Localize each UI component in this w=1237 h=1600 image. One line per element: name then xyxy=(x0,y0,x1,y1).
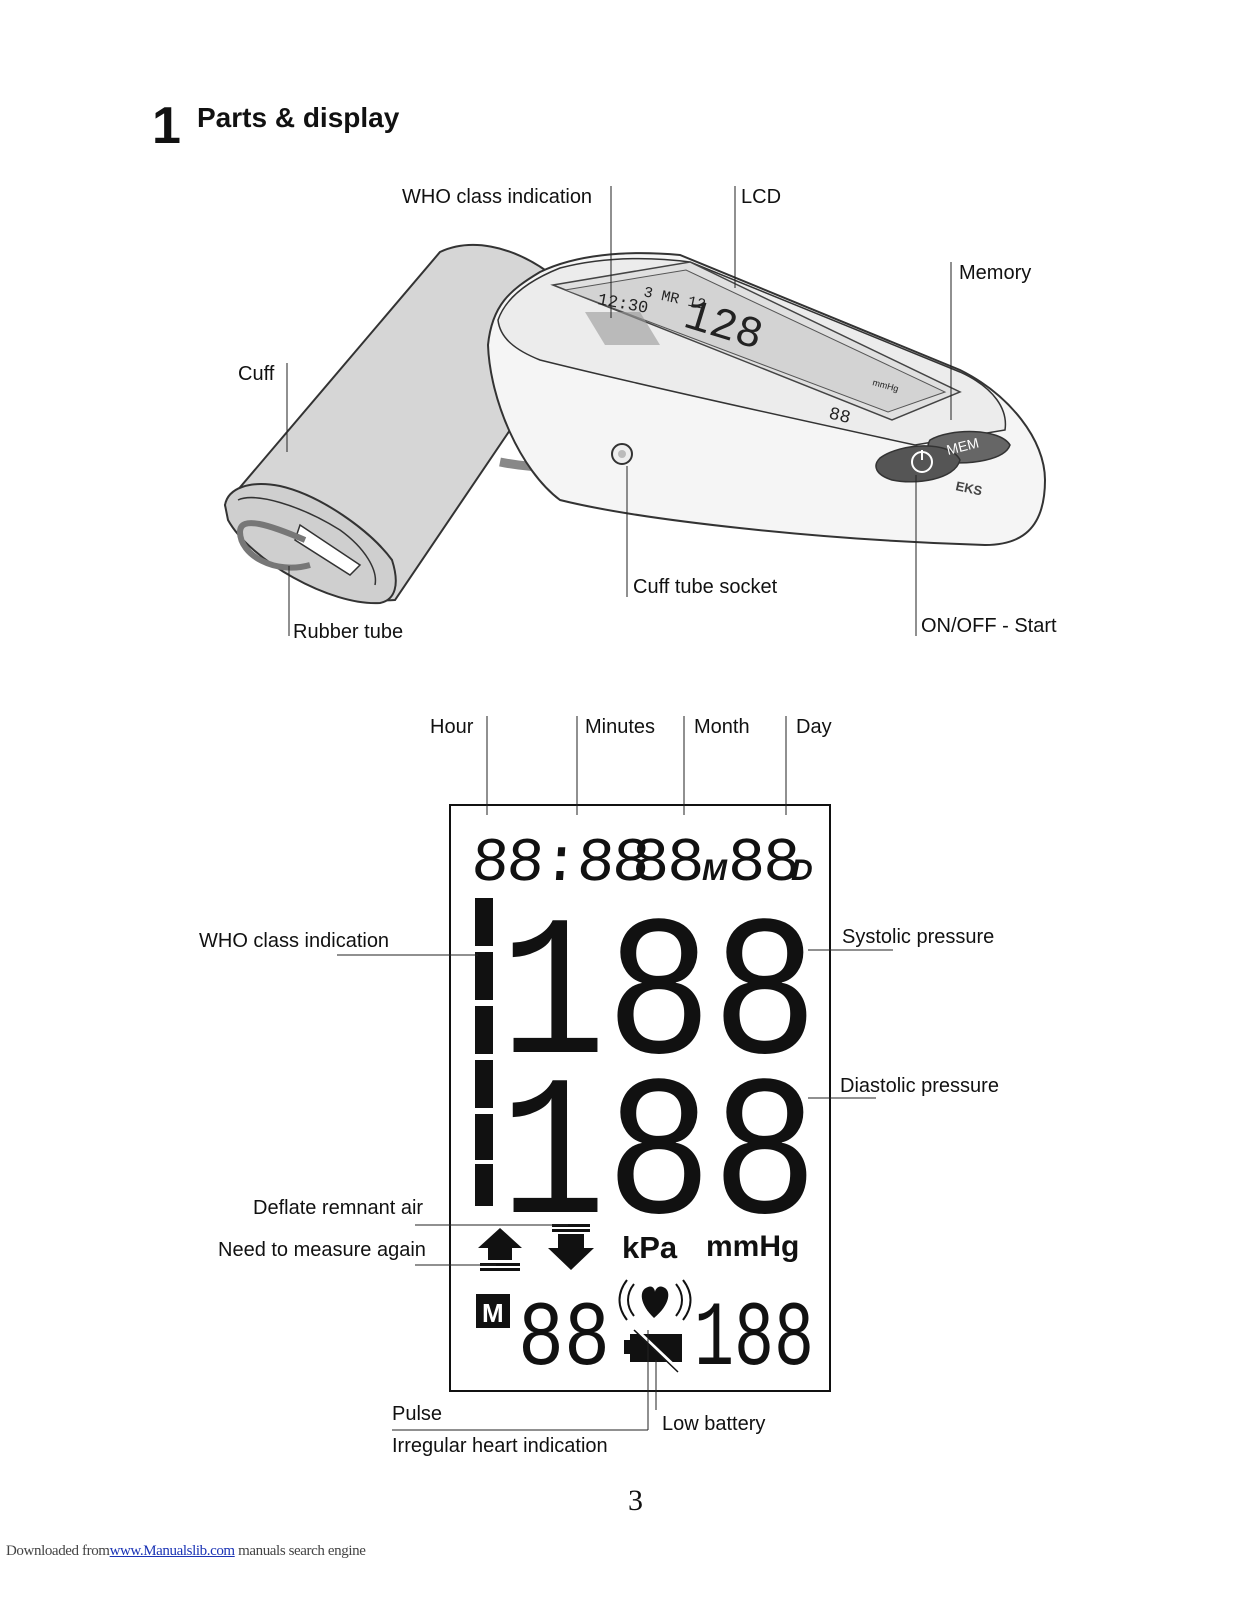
lcd-day-letter: D xyxy=(791,854,813,887)
label-day: Day xyxy=(796,716,832,738)
mem-button-text: MEM xyxy=(945,434,981,457)
up-arrow-icon xyxy=(478,1228,522,1271)
label-hour: Hour xyxy=(430,716,474,738)
section-title: Parts & display xyxy=(197,102,400,133)
label-memory: Memory xyxy=(959,262,1032,284)
label-diastolic: Diastolic pressure xyxy=(840,1075,999,1097)
label-irregular: Irregular heart indication xyxy=(392,1435,608,1457)
label-month: Month xyxy=(694,716,750,738)
label-who-device: WHO class indication xyxy=(402,186,593,208)
device-leader-lines xyxy=(286,186,952,636)
label-cuff: Cuff xyxy=(238,363,275,385)
lcd-unit-kpa: kPa xyxy=(622,1230,678,1265)
memory-badge-icon xyxy=(476,1294,510,1328)
label-deflate: Deflate remnant air xyxy=(253,1197,424,1219)
lcd-frame xyxy=(449,804,831,1392)
lcd-memory-digits: 88 xyxy=(518,1287,610,1392)
label-systolic: Systolic pressure xyxy=(842,926,995,948)
footer-prefix: Downloaded from xyxy=(6,1543,110,1559)
lcd-time: 88:88 xyxy=(469,828,650,899)
lcd-month-letter: M xyxy=(702,854,728,887)
label-measure-again: Need to measure again xyxy=(218,1239,426,1261)
lcd-diastolic: 188 xyxy=(500,1046,818,1273)
section-number: 1 xyxy=(152,97,181,155)
label-cuff-tube-socket: Cuff tube socket xyxy=(633,576,778,598)
who-class-bars xyxy=(475,898,493,1206)
label-on-off-start: ON/OFF - Start xyxy=(921,615,1057,637)
label-rubber-tube: Rubber tube xyxy=(293,621,404,643)
cuff-drawing xyxy=(223,244,550,605)
label-low-battery: Low battery xyxy=(662,1413,766,1435)
lcd-systolic: 188 xyxy=(500,886,818,1113)
low-battery-icon xyxy=(624,1328,682,1373)
label-who-display: WHO class indication xyxy=(199,930,390,952)
heart-icon xyxy=(618,1279,692,1321)
lcd-month-digits: 88 xyxy=(632,828,702,899)
lcd-unit-mmhg: mmHg xyxy=(706,1230,799,1263)
down-arrow-icon xyxy=(548,1224,594,1270)
label-minutes: Minutes xyxy=(585,716,656,738)
label-lcd: LCD xyxy=(741,186,782,208)
power-button-drawing xyxy=(875,445,961,483)
lcd-pulse-digits: 188 xyxy=(694,1287,814,1392)
lcd-leader-lines xyxy=(337,716,893,1431)
brand-logo: EKS xyxy=(954,478,984,498)
page-number: 3 xyxy=(628,1484,643,1517)
label-pulse: Pulse xyxy=(392,1403,443,1425)
footer-suffix: manuals search engine xyxy=(234,1543,366,1559)
footer-link[interactable]: www.Manualslib.com xyxy=(109,1543,236,1559)
lcd-memory-letter: M xyxy=(482,1298,504,1328)
lcd-day-digits: 88 xyxy=(728,828,798,899)
footer: Downloaded fromwww.Manualslib.com manual… xyxy=(6,1543,366,1560)
